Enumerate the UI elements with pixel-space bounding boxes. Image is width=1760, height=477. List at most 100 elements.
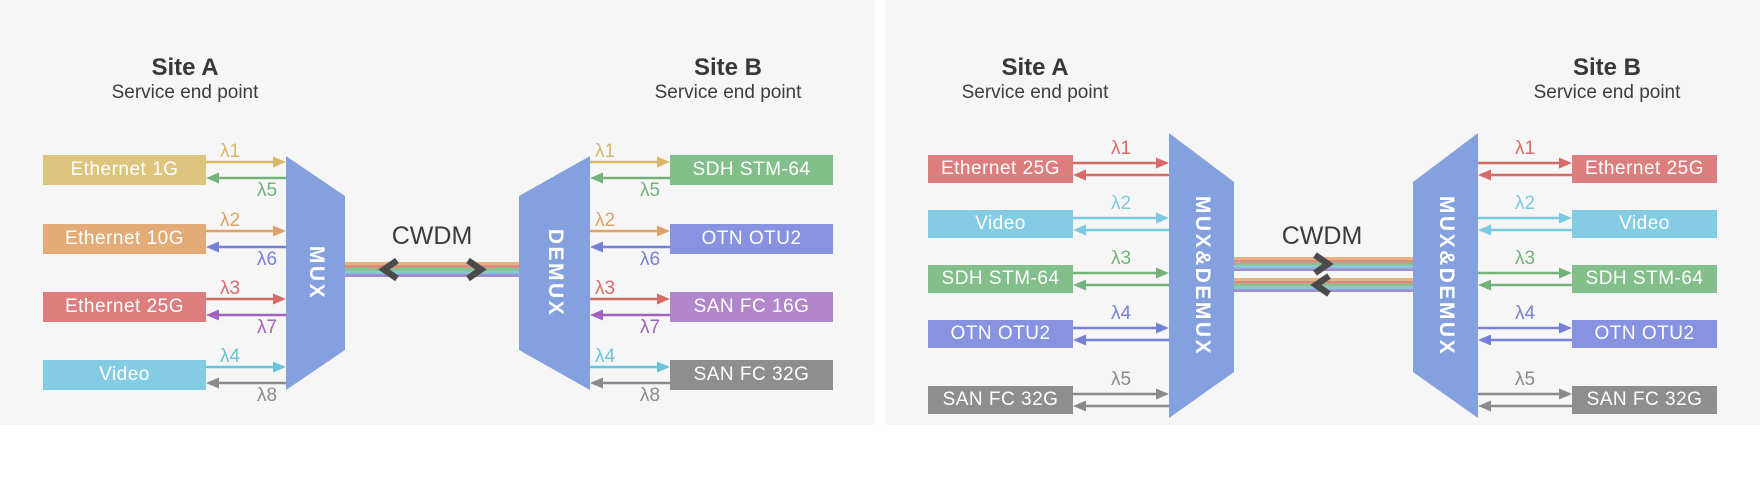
fiber-stripe xyxy=(345,268,519,271)
site-b-title: Site B xyxy=(1572,54,1641,81)
wavelength-label: λ3 xyxy=(219,278,241,299)
wavelength-label: λ4 xyxy=(594,346,616,367)
fiber-stripe xyxy=(345,271,519,274)
wavelength-arrowhead xyxy=(1156,212,1169,224)
site-a-header: Site A Service end point xyxy=(915,54,1155,103)
direction-chevron-icon xyxy=(1313,252,1334,276)
wavelength-arrowhead xyxy=(1478,169,1491,181)
wavelength-arrowhead xyxy=(1073,279,1086,291)
site-a-header: Site A Service end point xyxy=(65,54,305,103)
fiber-stripe xyxy=(1234,283,1413,287)
wavelength-label: λ2 xyxy=(1514,193,1536,214)
site-a-subtitle: Service end point xyxy=(111,81,259,103)
wavelength-label: λ2 xyxy=(594,210,616,231)
service-box: SDH STM-64 xyxy=(670,155,833,185)
mux-shape xyxy=(286,156,345,390)
service-box: Video xyxy=(43,360,206,390)
wavelength-arrowhead xyxy=(590,241,603,253)
wavelength-label: λ6 xyxy=(639,249,661,270)
wavelength-arrowhead xyxy=(273,293,286,305)
fiber-stripe xyxy=(345,274,519,277)
wavelength-label: λ1 xyxy=(219,141,241,162)
service-box: OTN OTU2 xyxy=(928,320,1073,348)
service-box: Video xyxy=(928,210,1073,238)
direction-chevron-icon xyxy=(466,257,487,282)
wavelength-arrowhead xyxy=(590,309,603,321)
wavelength-arrowhead xyxy=(273,156,286,168)
wavelength-label: λ4 xyxy=(219,346,241,367)
wavelength-label: λ4 xyxy=(1514,303,1536,324)
wavelength-label: λ3 xyxy=(1514,248,1536,269)
wavelength-label: λ3 xyxy=(594,278,616,299)
mux-demux-label: MUX&DEMUX xyxy=(1435,195,1458,357)
wavelength-arrowhead xyxy=(1559,212,1572,224)
wavelength-arrowhead xyxy=(206,172,219,184)
wavelength-label: λ4 xyxy=(1110,303,1132,324)
wavelength-arrowhead xyxy=(1073,400,1086,412)
site-a-title: Site A xyxy=(1001,54,1069,81)
wavelength-arrowhead xyxy=(1559,157,1572,169)
service-box: Ethernet 10G xyxy=(43,224,206,254)
left-diagram-panel: Site A Service end point Site B Service … xyxy=(0,0,875,425)
wavelength-arrowhead xyxy=(657,156,670,168)
mux-label: MUX xyxy=(305,245,328,301)
direction-chevron-icon xyxy=(1310,273,1331,297)
wavelength-label: λ7 xyxy=(639,317,661,338)
wavelength-label: λ2 xyxy=(219,210,241,231)
site-a-subtitle: Service end point xyxy=(961,81,1109,103)
wavelength-label: λ7 xyxy=(256,317,278,338)
wavelength-arrowhead xyxy=(273,225,286,237)
service-box: SAN FC 16G xyxy=(670,292,833,322)
service-box: Ethernet 25G xyxy=(928,155,1073,183)
site-b-subtitle: Service end point xyxy=(654,81,802,103)
wavelength-arrowhead xyxy=(206,309,219,321)
service-box: SAN FC 32G xyxy=(1572,386,1717,414)
wavelength-arrowhead xyxy=(273,361,286,373)
wavelength-arrowhead xyxy=(206,377,219,389)
wavelength-arrowhead xyxy=(1156,322,1169,334)
wavelength-label: λ2 xyxy=(1110,193,1132,214)
fiber-cable xyxy=(345,262,519,277)
diagram-canvas xyxy=(1073,133,1572,418)
wavelength-arrowhead xyxy=(1073,334,1086,346)
wavelength-arrowhead xyxy=(1559,388,1572,400)
wavelength-arrowhead xyxy=(1073,224,1086,236)
wavelength-label: λ5 xyxy=(1110,369,1132,390)
link-label: CWDM xyxy=(1281,222,1363,250)
wavelength-label: λ5 xyxy=(639,180,661,201)
service-box: Ethernet 25G xyxy=(1572,155,1717,183)
wavelength-arrowhead xyxy=(1156,267,1169,279)
service-box: Ethernet 1G xyxy=(43,155,206,185)
wavelength-arrowhead xyxy=(1478,400,1491,412)
wavelength-arrowhead xyxy=(206,241,219,253)
wavelength-arrowhead xyxy=(1478,279,1491,291)
wavelength-arrowhead xyxy=(1478,334,1491,346)
wavelength-label: λ6 xyxy=(256,249,278,270)
fiber-stripe xyxy=(345,265,519,268)
diagram-canvas xyxy=(206,156,670,390)
site-a-title: Site A xyxy=(151,54,219,81)
right-diagram-panel: Site A Service end point Site B Service … xyxy=(885,0,1760,425)
site-b-header: Site B Service end point xyxy=(1487,54,1727,103)
wavelength-label: λ5 xyxy=(1514,369,1536,390)
demux-shape xyxy=(1413,133,1478,418)
wavelength-arrowhead xyxy=(657,361,670,373)
mux-shape xyxy=(1169,133,1234,418)
service-box: SDH STM-64 xyxy=(928,265,1073,293)
fiber-stripe xyxy=(345,262,519,265)
wavelength-label: λ3 xyxy=(1110,248,1132,269)
wavelength-arrowhead xyxy=(1478,224,1491,236)
demux-shape xyxy=(519,156,590,390)
wavelength-arrowhead xyxy=(590,172,603,184)
wavelength-label: λ8 xyxy=(256,385,278,406)
service-box: SAN FC 32G xyxy=(928,386,1073,414)
site-b-subtitle: Service end point xyxy=(1533,81,1681,103)
service-box: Ethernet 25G xyxy=(43,292,206,322)
link-label: CWDM xyxy=(391,222,473,250)
service-box: Video xyxy=(1572,210,1717,238)
site-b-header: Site B Service end point xyxy=(608,54,848,103)
wavelength-label: λ5 xyxy=(256,180,278,201)
service-box: SDH STM-64 xyxy=(1572,265,1717,293)
wavelength-arrowhead xyxy=(1559,322,1572,334)
